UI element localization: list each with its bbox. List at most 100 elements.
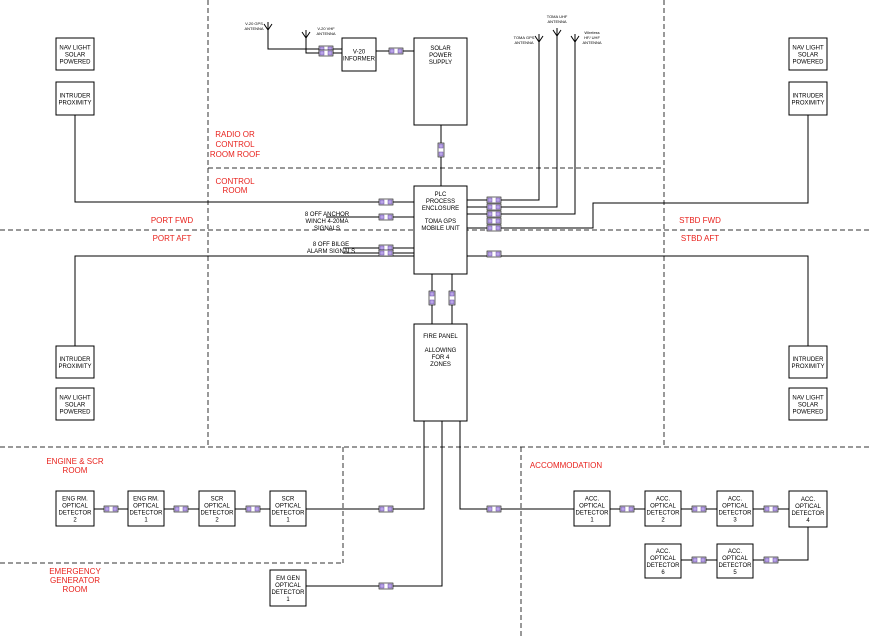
box-label-line: DETECTOR bbox=[719, 511, 753, 517]
zone-label-radio-room-roof-2: CONTROL bbox=[215, 140, 255, 149]
cable-connector bbox=[486, 196, 502, 204]
box-frame bbox=[788, 345, 828, 379]
box-label-line: SUPPLY bbox=[429, 60, 452, 66]
box-frame bbox=[269, 569, 307, 607]
box-label-line: POWERED bbox=[59, 410, 91, 416]
connector-plug bbox=[495, 204, 501, 210]
connector-plug bbox=[495, 506, 501, 512]
box-label-line: OPTICAL bbox=[275, 504, 301, 510]
cable-connector bbox=[245, 505, 261, 513]
connector-body bbox=[378, 582, 394, 590]
connector-plug bbox=[487, 218, 493, 224]
connector-plug bbox=[182, 506, 188, 512]
connector-plug bbox=[387, 250, 393, 256]
connector-body bbox=[378, 505, 394, 513]
box-label-line: ENCLOSURE bbox=[422, 206, 459, 212]
cable-connectors bbox=[103, 45, 779, 590]
box-label-line: OPTICAL bbox=[133, 504, 159, 510]
box-frame bbox=[716, 490, 754, 527]
box-label-line: POWERED bbox=[792, 60, 824, 66]
box-label-line: PROXIMITY bbox=[58, 364, 91, 370]
box-frame bbox=[413, 323, 468, 422]
box-label-line: DETECTOR bbox=[130, 511, 164, 517]
cable-connector bbox=[173, 505, 189, 513]
anchor-signals-label-2: WINCH 4-20MA bbox=[305, 219, 348, 225]
connector-plug bbox=[254, 506, 260, 512]
wireless-antenna-label-3: ANTENNA bbox=[582, 40, 601, 45]
box-label-line: V-20 bbox=[353, 50, 366, 56]
box-label-line: SOLAR bbox=[798, 403, 819, 409]
box-label-line: ZONES bbox=[430, 362, 451, 368]
box-label-line: SCR bbox=[211, 497, 224, 503]
box-label-line: DETECTOR bbox=[647, 511, 681, 517]
zone-label-engine-scr-room-1: ENGINE & SCR bbox=[46, 457, 104, 466]
connector-plug bbox=[174, 506, 180, 512]
box-label-line: 2 bbox=[661, 518, 665, 524]
box-label-line: EM GEN bbox=[276, 576, 300, 582]
box-frame bbox=[198, 490, 236, 527]
anchor-signals-label-3: SIGNALS bbox=[314, 226, 340, 232]
toma-uhf-antenna-label-2: ANTENNA bbox=[547, 19, 566, 24]
box-label-line: FOR 4 bbox=[432, 355, 450, 361]
connector-plug bbox=[387, 199, 393, 205]
connector-body bbox=[318, 49, 334, 57]
cable-connector bbox=[486, 203, 502, 211]
connector-plug bbox=[112, 506, 118, 512]
connector-plug bbox=[495, 225, 501, 231]
box-label-line: OPTICAL bbox=[650, 556, 676, 562]
cable-connector bbox=[486, 210, 502, 218]
connector-body bbox=[378, 249, 394, 257]
box-label-line: INTRUDER bbox=[60, 357, 92, 363]
connector-plug bbox=[495, 197, 501, 203]
connector-plug bbox=[692, 557, 698, 563]
cable-connector bbox=[318, 49, 334, 57]
box-label-line: ACC. bbox=[656, 549, 671, 555]
box-label-line: PROXIMITY bbox=[58, 101, 91, 107]
box-label-line: OPTICAL bbox=[204, 504, 230, 510]
box-label-line: INFORMER bbox=[343, 57, 376, 63]
connector-plug bbox=[387, 245, 393, 251]
box-label-line: 3 bbox=[733, 518, 737, 524]
connector-body bbox=[691, 556, 707, 564]
cable-connector bbox=[691, 556, 707, 564]
cable-connector bbox=[763, 556, 779, 564]
connector-plug bbox=[379, 245, 385, 251]
zone-label-stbd-fwd: STBD FWD bbox=[679, 216, 721, 225]
connector-body bbox=[486, 250, 502, 258]
connector-body bbox=[428, 290, 436, 306]
box-label-line: DETECTOR bbox=[647, 563, 681, 569]
cable-connector bbox=[378, 249, 394, 257]
toma-gps-antenna-label-2: ANTENNA bbox=[514, 40, 533, 45]
v20-gps-antenna-icon bbox=[263, 22, 273, 31]
connector-plug bbox=[387, 214, 393, 220]
toma-uhf-antenna-label-1: TOMA UHF bbox=[547, 14, 568, 19]
connector-body bbox=[763, 556, 779, 564]
box-label-line: NAV LIGHT bbox=[792, 396, 824, 402]
box-label-line: PROXIMITY bbox=[791, 101, 824, 107]
zone-label-emergency-gen-2: GENERATOR bbox=[50, 576, 100, 585]
signal-labels: 8 OFF ANCHOR WINCH 4-20MA SIGNALS 8 OFF … bbox=[305, 212, 355, 255]
box-label-line: DETECTOR bbox=[272, 590, 306, 596]
cable-connector bbox=[486, 505, 502, 513]
connector-plug bbox=[429, 299, 435, 305]
cable-connector bbox=[486, 217, 502, 225]
box-label-line: DETECTOR bbox=[719, 563, 753, 569]
connector-plug bbox=[487, 506, 493, 512]
box-label-line: OPTICAL bbox=[795, 504, 821, 510]
zone-label-control-room-1: CONTROL bbox=[215, 177, 255, 186]
connector-plug bbox=[487, 197, 493, 203]
connector-plug bbox=[389, 48, 395, 54]
